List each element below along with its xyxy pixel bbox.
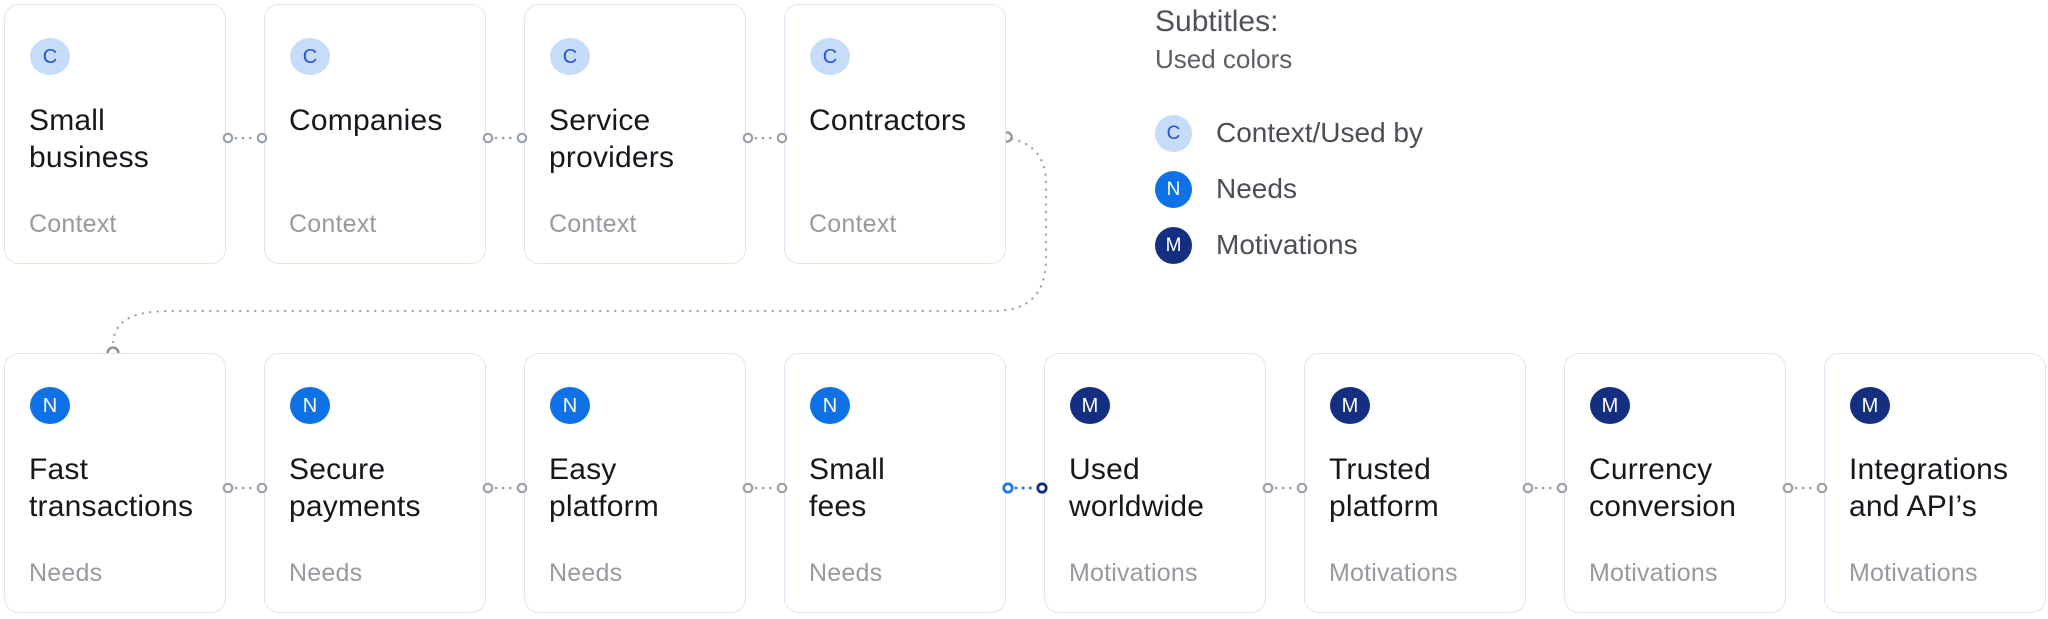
card-subtitle: Context [549, 210, 637, 238]
connector[interactable] [222, 481, 268, 495]
connector[interactable] [1262, 481, 1308, 495]
legend-subtitle: Used colors [1155, 44, 1293, 74]
connector-endpoint [776, 482, 788, 494]
connector-endpoint [1556, 482, 1568, 494]
connector-endpoint [222, 132, 234, 144]
connector-endpoint [1036, 482, 1048, 494]
card-subtitle: Needs [289, 559, 363, 587]
legend-label: Motivations [1216, 229, 1358, 260]
legend-item-context: C Context/Used by [1155, 114, 1423, 152]
connector-endpoint [516, 132, 528, 144]
connector[interactable] [482, 131, 528, 145]
connector-endpoint [1522, 482, 1534, 494]
card-title: Contractors [809, 104, 967, 137]
card-subtitle: Needs [29, 559, 103, 587]
context-badge: C [810, 38, 850, 75]
card-subtitle: Motivations [1589, 559, 1718, 587]
connector-endpoint [516, 482, 528, 494]
motivations-badge: M [1590, 387, 1630, 424]
needs-badge: N [290, 387, 330, 424]
card-subtitle: Needs [809, 559, 883, 587]
needs-badge: N [550, 387, 590, 424]
motivations-badge: M [1155, 226, 1192, 264]
card-subtitle: Needs [549, 559, 623, 587]
card-title: Companies [289, 104, 443, 137]
connector[interactable] [482, 481, 528, 495]
motivations-badge: M [1850, 387, 1890, 424]
connector-endpoint [222, 482, 234, 494]
card-subtitle: Context [809, 210, 897, 238]
connector-endpoint [482, 132, 494, 144]
legend-item-motivations: M Motivations [1155, 226, 1358, 264]
needs-badge: N [30, 387, 70, 424]
connector[interactable] [1782, 481, 1828, 495]
card-subtitle: Motivations [1069, 559, 1198, 587]
connector-endpoint [482, 482, 494, 494]
motivations-badge: M [1330, 387, 1370, 424]
connector[interactable] [742, 131, 788, 145]
connector-endpoint [742, 482, 754, 494]
context-badge: C [550, 38, 590, 75]
connector-endpoint [742, 132, 754, 144]
connector-endpoint [1002, 482, 1014, 494]
card-subtitle: Motivations [1329, 559, 1458, 587]
connector-endpoint [1262, 482, 1274, 494]
connector-endpoint [1782, 482, 1794, 494]
connector-endpoint [256, 482, 268, 494]
context-badge: C [30, 38, 70, 75]
connector-endpoint [1816, 482, 1828, 494]
needs-badge: N [1155, 170, 1192, 208]
connector[interactable] [742, 481, 788, 495]
context-badge: C [1155, 114, 1192, 152]
card-subtitle: Context [29, 210, 117, 238]
motivations-badge: M [1070, 387, 1110, 424]
legend-label: Context/Used by [1216, 117, 1423, 148]
connector[interactable] [222, 131, 268, 145]
card-subtitle: Motivations [1849, 559, 1978, 587]
connector[interactable] [1522, 481, 1568, 495]
connector-endpoint [776, 132, 788, 144]
connector-endpoint [1296, 482, 1308, 494]
connector-blue[interactable] [1002, 481, 1048, 495]
legend-item-needs: N Needs [1155, 170, 1297, 208]
legend-label: Needs [1216, 173, 1297, 204]
needs-badge: N [810, 387, 850, 424]
card-subtitle: Context [289, 210, 377, 238]
context-badge: C [290, 38, 330, 75]
legend-title: Subtitles: [1155, 5, 1279, 38]
connector-endpoint [256, 132, 268, 144]
